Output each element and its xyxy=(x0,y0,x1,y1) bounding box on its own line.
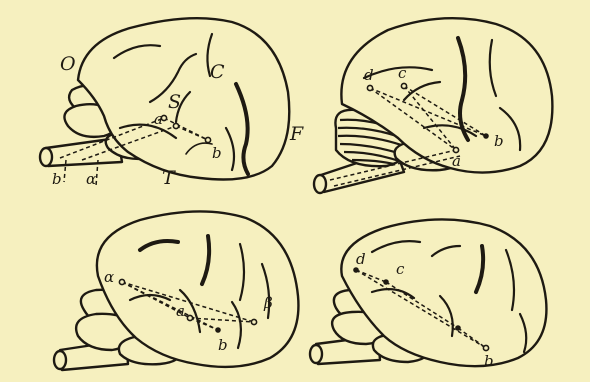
label-d: d xyxy=(356,250,366,268)
brain-bottom-right: d c b xyxy=(310,219,546,370)
label-alpha: α xyxy=(86,170,96,188)
label-a: a xyxy=(176,302,185,320)
label-T: T xyxy=(162,167,176,189)
brain-top-left: O S C F a b T b α xyxy=(40,18,304,189)
brain-top-right: d c b a xyxy=(314,18,552,193)
label-b: b xyxy=(484,352,494,370)
label-S: S xyxy=(168,91,181,113)
label-b: b xyxy=(218,336,228,354)
label-b: b xyxy=(212,144,222,162)
label-c: c xyxy=(396,260,405,278)
label-d: d xyxy=(364,66,374,84)
brain-bottom-left: α β a b xyxy=(54,211,298,370)
label-C: C xyxy=(210,61,225,83)
label-a: a xyxy=(452,152,461,170)
label-a: a xyxy=(154,110,163,128)
label-alpha: α xyxy=(104,268,114,286)
label-beta: β xyxy=(263,294,273,312)
label-b-lower: b xyxy=(52,170,62,188)
label-c: c xyxy=(398,64,407,82)
label-F: F xyxy=(289,123,304,145)
label-O: O xyxy=(60,53,76,75)
label-b: b xyxy=(494,132,504,150)
